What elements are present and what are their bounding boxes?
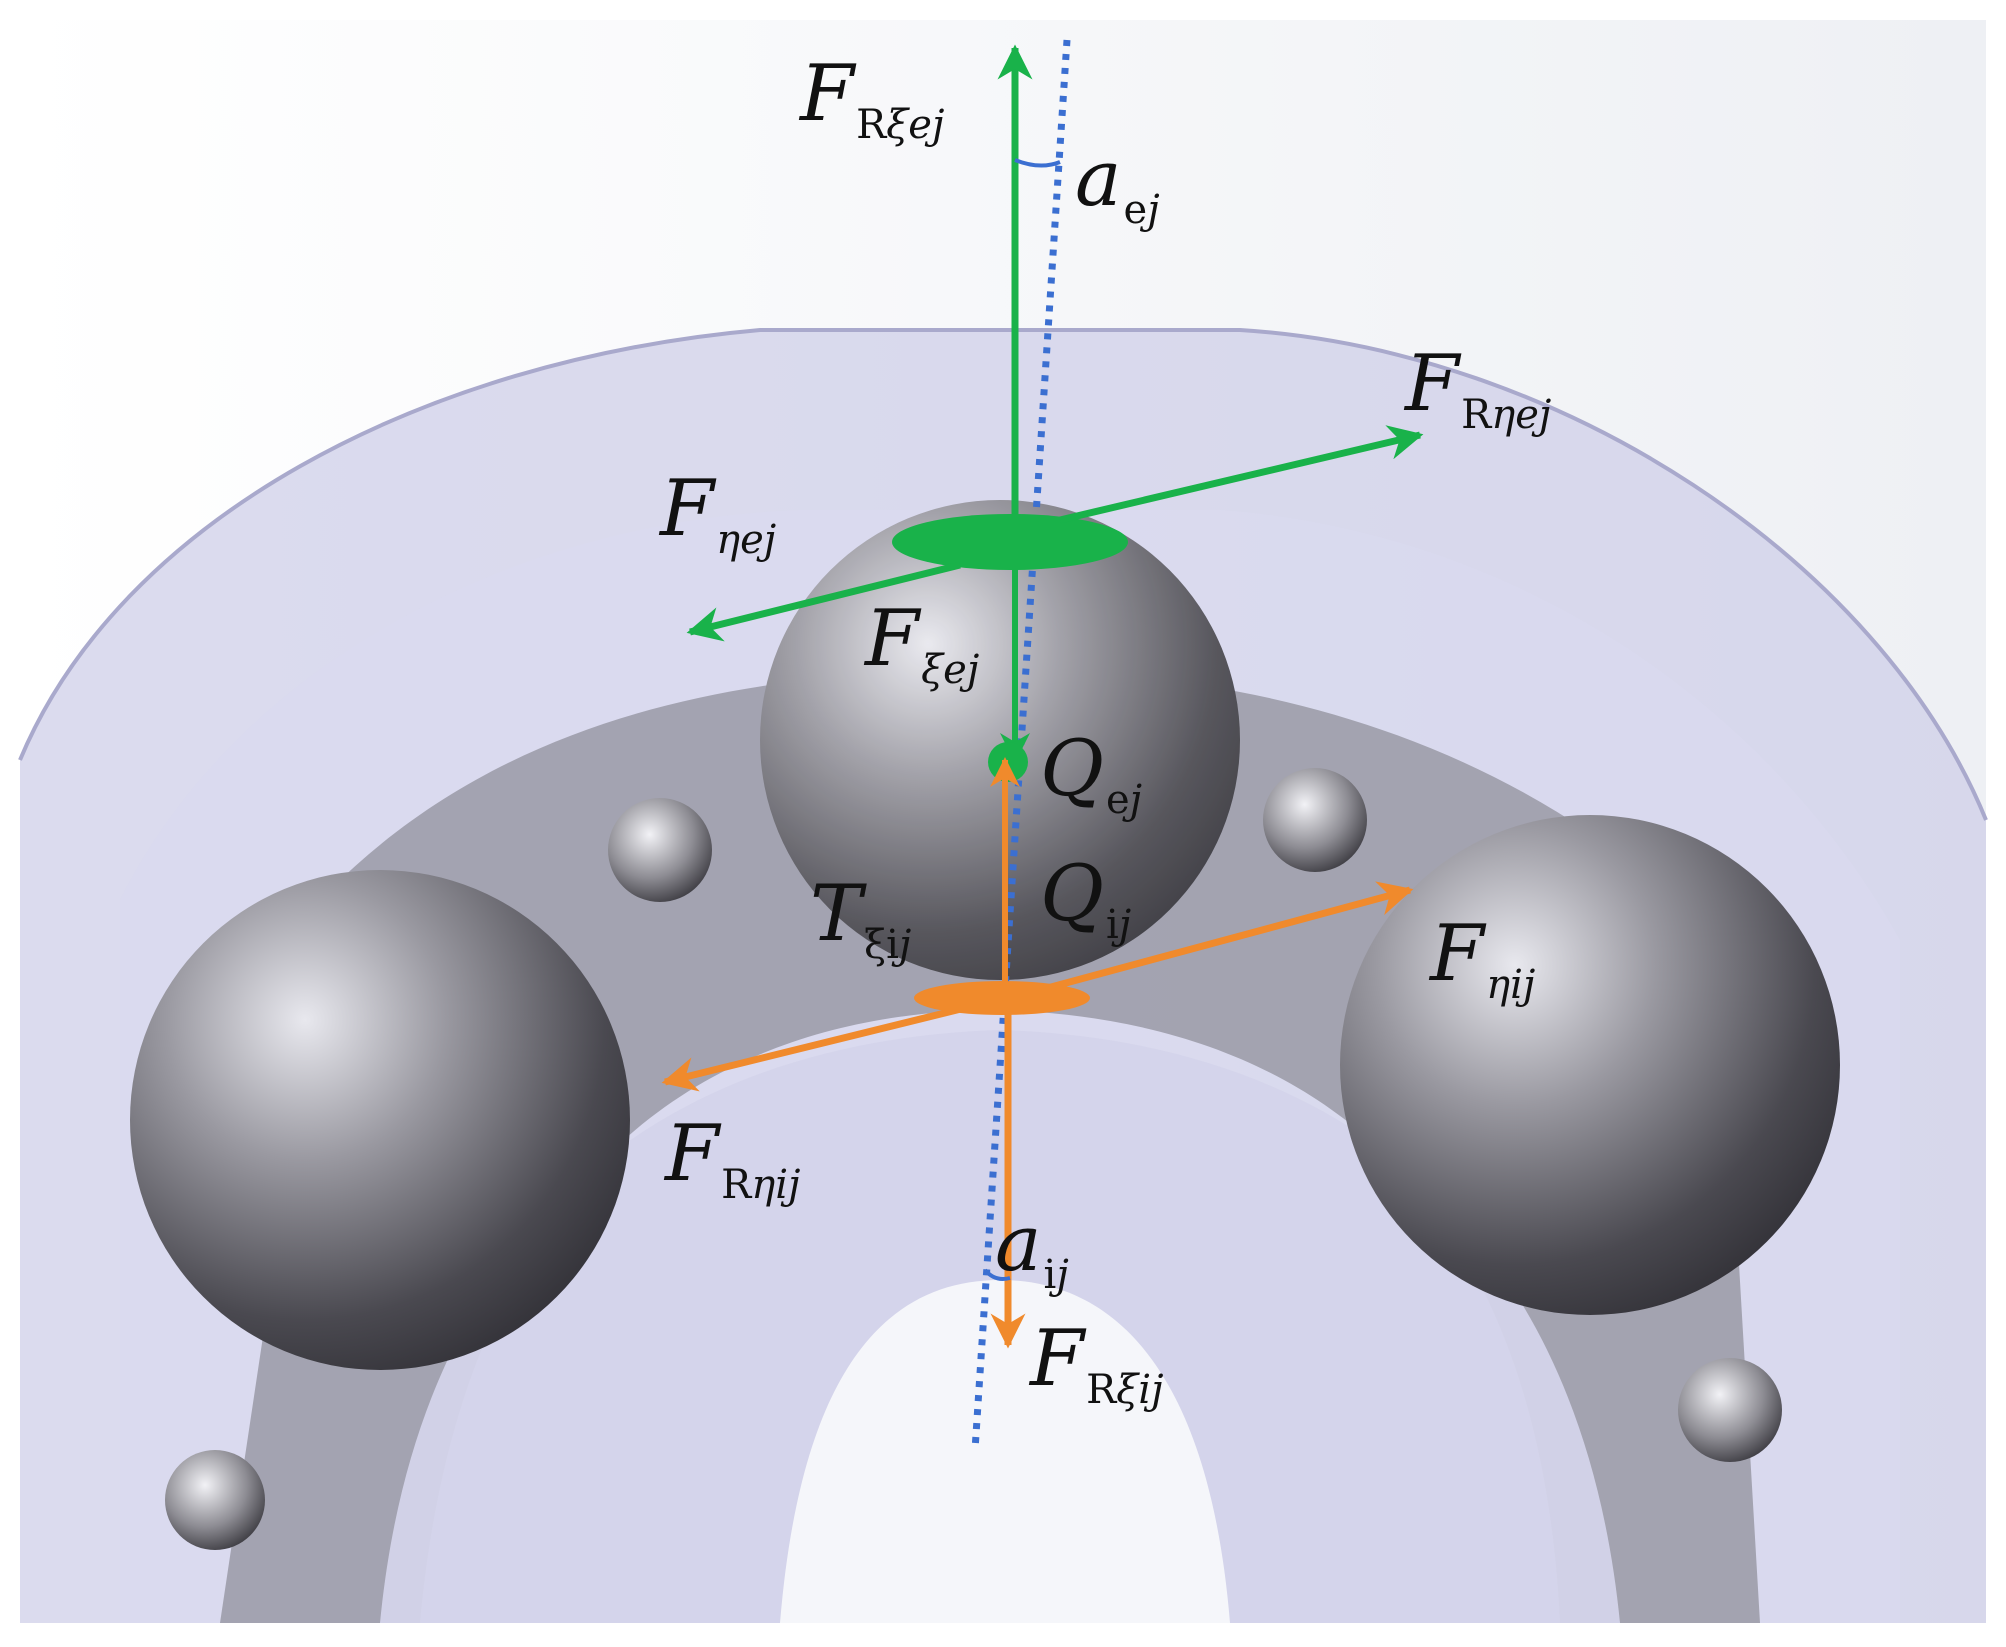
label-Q_ij: Qij: [1040, 849, 1132, 948]
arrow-F_eta_ej: [686, 561, 961, 642]
ball-right: [1340, 815, 1840, 1315]
label-F_Rxi_ij: FRξij: [1030, 1314, 1164, 1413]
label-a_ej: aej: [1075, 134, 1160, 233]
arrow-F_Reta_ej: [1059, 425, 1424, 524]
cage: [220, 670, 1760, 1623]
label-F_eta_ij: Fηij: [1430, 909, 1536, 1008]
label-F_Reta_ej: FRηej: [1405, 339, 1552, 438]
contact-axis-dotted: [971, 39, 1071, 1451]
label-Q_ej: Qej: [1040, 724, 1143, 823]
angle-arc-a_ej: [1014, 158, 1061, 168]
outer-contact-ellipse: [892, 514, 1128, 570]
label-a_ij: aij: [995, 1199, 1069, 1298]
label-F_xi_ej: Fξej: [865, 594, 980, 693]
label-F_Rxi_ej: FRξej: [800, 49, 945, 148]
outer-contact-forces: [686, 44, 1424, 782]
arrow-F_eta_ij: [1039, 881, 1414, 994]
label-T_xi_ij: Tξij: [810, 869, 912, 968]
ball-left: [130, 870, 630, 1370]
arrow-F_Reta_ij: [661, 1004, 966, 1092]
label-F_Reta_ij: FRηij: [665, 1109, 801, 1208]
angle-arc-a_ij: [983, 1268, 1011, 1281]
label-F_eta_ej: Fηej: [660, 464, 777, 563]
cage-pins: [165, 768, 1782, 1550]
inner-contact-forces: [661, 757, 1414, 1349]
